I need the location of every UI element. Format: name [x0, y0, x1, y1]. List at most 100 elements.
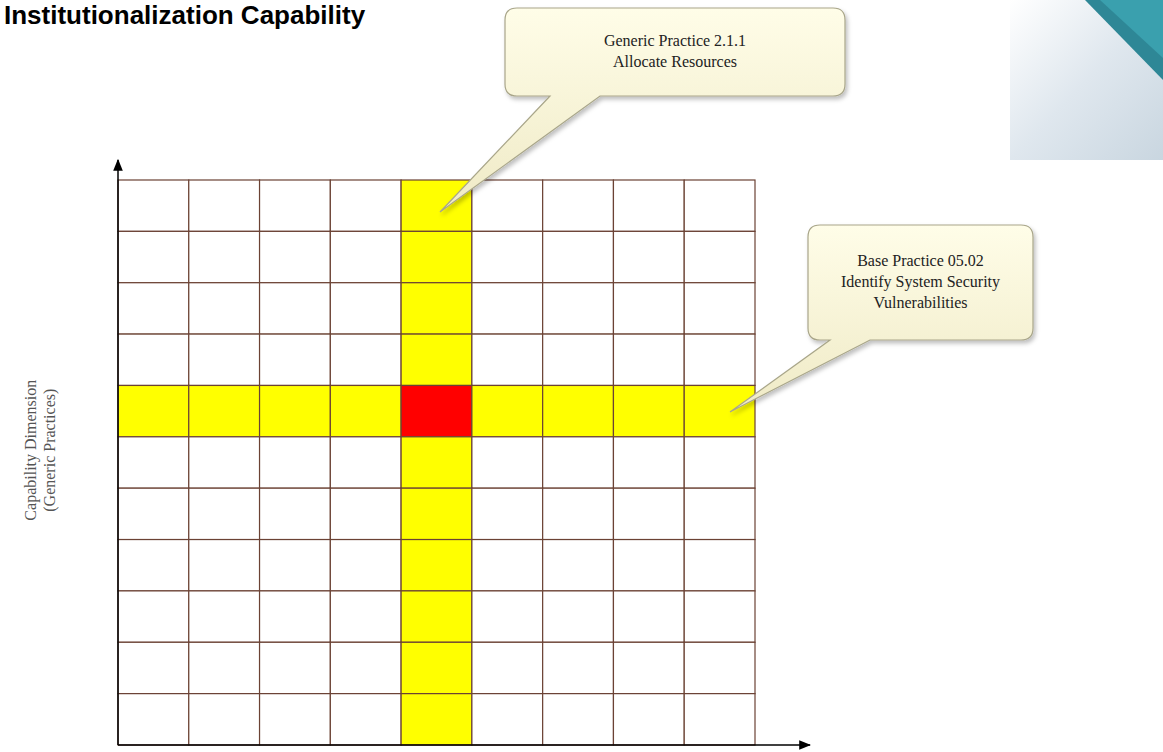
grid-cell [330, 694, 401, 745]
grid-cell [613, 642, 684, 693]
grid-cell [260, 385, 331, 436]
grid-cell [189, 385, 260, 436]
grid-cell [472, 283, 543, 334]
grid-cell [189, 231, 260, 282]
grid-cell [401, 642, 472, 693]
grid-cell [330, 591, 401, 642]
grid-cell [118, 334, 189, 385]
grid-cell [260, 642, 331, 693]
grid-cell [543, 180, 614, 231]
callout-shape [505, 8, 845, 96]
grid-cell [118, 642, 189, 693]
grid-cell [260, 283, 331, 334]
grid-cell [543, 231, 614, 282]
grid-cell [118, 540, 189, 591]
grid-cell [189, 180, 260, 231]
grid-cell [613, 180, 684, 231]
grid-cell [260, 231, 331, 282]
grid-cell [189, 694, 260, 745]
callout-text: Base Practice 05.02 Identify System Secu… [841, 251, 1001, 313]
x-axis [118, 744, 810, 746]
grid-cell [472, 591, 543, 642]
grid-cell [330, 437, 401, 488]
slide-title: Institutionalization Capability [4, 0, 365, 31]
grid-cell [401, 334, 472, 385]
grid-cell [330, 334, 401, 385]
grid-cell [118, 283, 189, 334]
grid-cell [189, 437, 260, 488]
grid-cell [118, 385, 189, 436]
grid-cell [260, 591, 331, 642]
grid-cell [472, 488, 543, 539]
grid-cell [189, 540, 260, 591]
grid-cell [401, 283, 472, 334]
grid-cell [613, 540, 684, 591]
grid-cell [472, 180, 543, 231]
grid-cell [472, 642, 543, 693]
grid-cell [260, 540, 331, 591]
grid-cell [401, 180, 472, 231]
grid-cell [189, 283, 260, 334]
grid-cell [684, 180, 755, 231]
grid-cell [260, 334, 331, 385]
grid-cell [260, 488, 331, 539]
grid-cell [543, 437, 614, 488]
grid-cell [543, 694, 614, 745]
grid-cell [472, 437, 543, 488]
grid-cell [401, 231, 472, 282]
grid-cell [684, 283, 755, 334]
grid-cell [613, 488, 684, 539]
callout-text: Generic Practice 2.1.1 Allocate Resource… [588, 31, 763, 73]
grid-cell [189, 488, 260, 539]
grid-cell [189, 642, 260, 693]
grid-cell [330, 385, 401, 436]
grid-cell [330, 488, 401, 539]
grid-cell [401, 591, 472, 642]
grid-cell [472, 385, 543, 436]
grid-cell [684, 540, 755, 591]
callout-outline [730, 225, 1033, 412]
grid-cell [260, 694, 331, 745]
grid-cell [118, 231, 189, 282]
grid-cell [472, 694, 543, 745]
capability-grid [118, 180, 755, 745]
grid-cell [260, 180, 331, 231]
grid-cell [684, 642, 755, 693]
grid-cell [330, 283, 401, 334]
grid-cell [684, 385, 755, 436]
grid-cell [401, 437, 472, 488]
grid-cell [543, 540, 614, 591]
grid-cell [613, 694, 684, 745]
grid-cell [613, 385, 684, 436]
grid-cell [330, 180, 401, 231]
grid-cell [401, 540, 472, 591]
grid-cell [189, 334, 260, 385]
grid-cell [118, 694, 189, 745]
grid-cell [189, 591, 260, 642]
grid-cell [543, 283, 614, 334]
grid-cell [118, 488, 189, 539]
callout-outline [440, 8, 845, 212]
grid-cell [260, 437, 331, 488]
grid-cell [613, 437, 684, 488]
grid-cell [684, 591, 755, 642]
grid-cell [118, 437, 189, 488]
grid-cell [472, 231, 543, 282]
grid-cell [401, 694, 472, 745]
grid-cell [543, 642, 614, 693]
grid-cell [684, 334, 755, 385]
grid-cell [684, 437, 755, 488]
grid-cell [684, 694, 755, 745]
grid-cell [118, 180, 189, 231]
grid-cell [613, 591, 684, 642]
grid-cell [330, 540, 401, 591]
grid-cell [543, 385, 614, 436]
grid-cell [330, 642, 401, 693]
grid-cell [401, 385, 472, 436]
corner-decoration [1010, 0, 1163, 160]
axis-label: Capability Dimension (Generic Practices) [21, 365, 59, 535]
y-axis [117, 160, 119, 745]
grid-cell [330, 231, 401, 282]
callout-bubble: Generic Practice 2.1.1 Allocate Resource… [505, 8, 845, 96]
grid-cell [543, 334, 614, 385]
